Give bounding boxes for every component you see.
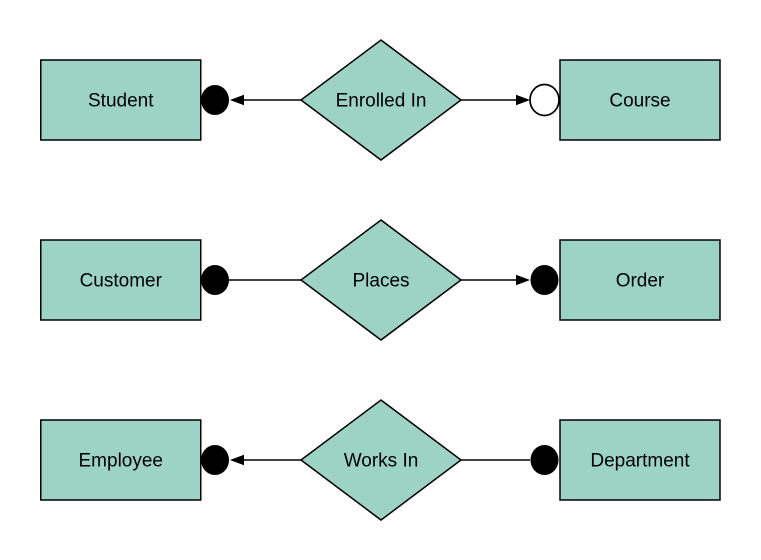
entity-label: Course (609, 91, 670, 112)
arrowhead-left-icon (230, 454, 244, 466)
entity-label: Student (88, 91, 154, 112)
entity-label: Customer (80, 271, 163, 292)
er-row-3: Employee Works In Department (40, 399, 721, 521)
open-circle-connector-icon[interactable] (529, 83, 560, 117)
entity-course[interactable] (559, 59, 721, 141)
arrowhead-right-icon (516, 94, 530, 106)
relationship-enrolled-in[interactable] (299, 39, 463, 161)
entity-label: Department (590, 451, 690, 472)
arrowhead-left-icon (230, 94, 244, 106)
er-row-1: Student Enrolled In Course (40, 39, 721, 161)
entity-label: Employee (79, 451, 164, 472)
entity-customer[interactable] (40, 239, 202, 321)
entity-department[interactable] (559, 419, 721, 501)
filled-circle-connector-icon[interactable] (201, 265, 229, 295)
entity-employee[interactable] (40, 419, 202, 501)
relationship-works-in[interactable] (299, 399, 463, 521)
entity-order[interactable] (559, 239, 721, 321)
entity-student[interactable] (40, 59, 202, 141)
relationship-label: Enrolled In (336, 91, 427, 112)
relationship-places[interactable] (299, 219, 463, 341)
relationship-label: Works In (344, 451, 419, 472)
filled-circle-connector-icon[interactable] (530, 445, 559, 475)
entity-label: Order (616, 271, 665, 292)
arrowhead-right-icon (516, 274, 530, 286)
filled-circle-connector-icon[interactable] (201, 85, 229, 115)
filled-circle-connector-icon[interactable] (530, 265, 559, 295)
relationship-label: Places (352, 271, 409, 292)
filled-circle-connector-icon[interactable] (201, 445, 229, 475)
er-row-2: Customer Places Order (40, 219, 721, 341)
